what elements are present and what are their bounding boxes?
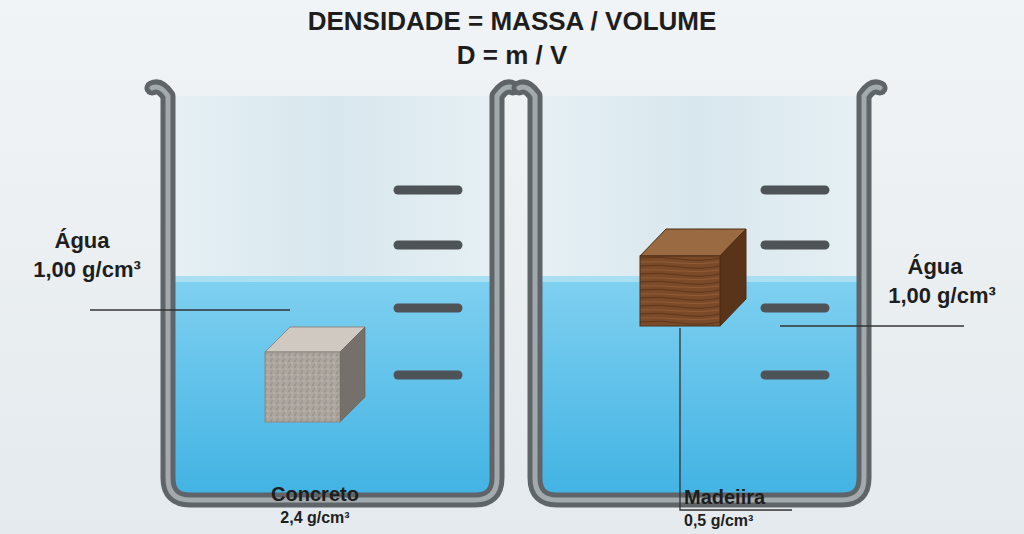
formula: D = m / V bbox=[457, 40, 568, 71]
wood-cube bbox=[640, 229, 746, 326]
water-label: Água bbox=[908, 254, 963, 280]
density-value: 1,00 g/cm³ bbox=[33, 257, 141, 283]
title: DENSIDADE = MASSA / VOLUME bbox=[0, 6, 1024, 37]
density-value: 2,4 g/cm³ bbox=[280, 509, 349, 527]
water-label: Água bbox=[55, 228, 110, 254]
material-name: Concreto bbox=[271, 483, 359, 506]
density-value: 0,5 g/cm³ bbox=[684, 512, 753, 530]
density-value: 1,00 g/cm³ bbox=[888, 283, 996, 309]
material-name: Madeiira bbox=[684, 486, 765, 509]
concrete-cube bbox=[265, 327, 365, 422]
leader-line bbox=[90, 310, 964, 510]
